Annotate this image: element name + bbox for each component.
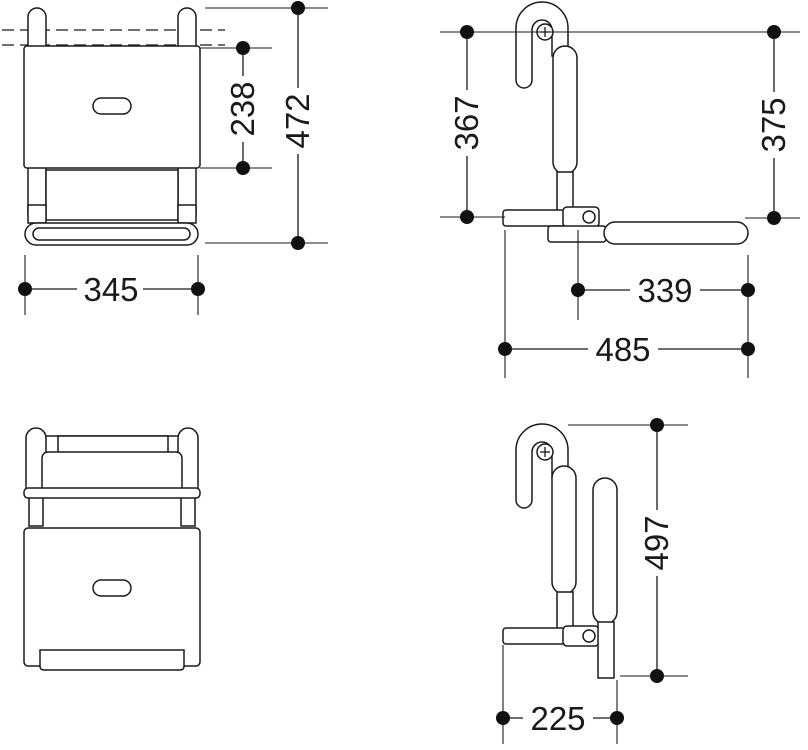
dimension-label-375: 375 [755, 97, 792, 152]
dimension-497: 497 [568, 418, 688, 683]
backrest-pad-side [552, 45, 578, 175]
dimension-label-339: 339 [637, 272, 692, 309]
dimension-label-367: 367 [448, 95, 485, 150]
front-view-folded [23, 427, 201, 671]
dimension-label-472: 472 [279, 93, 316, 148]
side-view-unfolded [502, 1, 749, 245]
dimension-label-485: 485 [595, 331, 650, 368]
dimension-472: 472 [205, 1, 328, 250]
handle-cutout-folded [92, 579, 132, 597]
dimension-367: 367 [440, 25, 560, 224]
dimension-label-225: 225 [530, 700, 585, 737]
dimension-345: 345 [18, 255, 205, 315]
seat-arm-folded [592, 477, 618, 625]
dimension-label-497: 497 [638, 515, 675, 570]
dimension-339: 339 [571, 230, 755, 320]
front-view-unfolded [2, 7, 225, 246]
handle-cutout [92, 97, 132, 115]
dimension-225: 225 [496, 645, 624, 744]
seat-arm-pad [603, 221, 749, 245]
side-view-folded [502, 423, 618, 679]
dimension-238: 238 [200, 41, 272, 175]
dimension-label-238: 238 [224, 81, 261, 136]
dimension-375: 375 [560, 25, 800, 225]
dimension-485: 485 [498, 230, 755, 378]
seat-panel-folded [23, 527, 201, 667]
dimension-label-345: 345 [83, 271, 138, 308]
